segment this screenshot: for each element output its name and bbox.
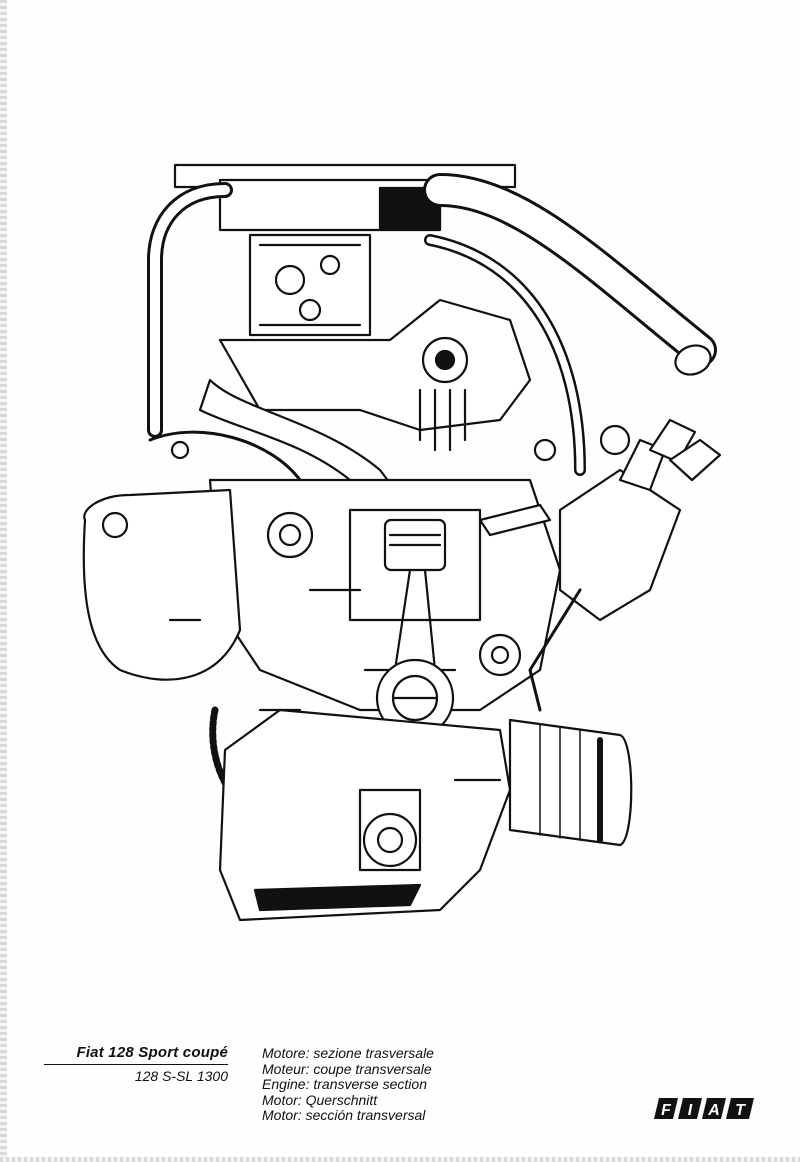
paper-edge-bottom [0,1157,800,1162]
caption-block: Fiat 128 Sport coupé 128 S-SL 1300 [44,1044,228,1084]
svg-text:I: I [688,1102,693,1119]
caption-description: Motore: sezione trasversale Moteur: coup… [262,1045,434,1124]
engine-cutaway-illustration [82,163,722,922]
caption-line-fr: Moteur: coupe transversale [262,1060,432,1077]
caption-line-en: Engine: transverse section [262,1076,427,1092]
svg-text:F: F [661,1102,672,1119]
caption-title: Fiat 128 Sport coupé [44,1044,228,1065]
fiat-logo: F I A T [654,1098,754,1119]
svg-text:A: A [707,1102,720,1119]
caption-line-de: Motor: Querschnitt [262,1091,378,1108]
caption-line-es: Motor: sección transversal [262,1107,426,1123]
paper-edge-left [0,0,7,1162]
svg-text:T: T [735,1102,746,1119]
caption-subtitle: 128 S-SL 1300 [134,1068,228,1084]
caption-line-it: Motore: sezione trasversale [262,1045,434,1061]
